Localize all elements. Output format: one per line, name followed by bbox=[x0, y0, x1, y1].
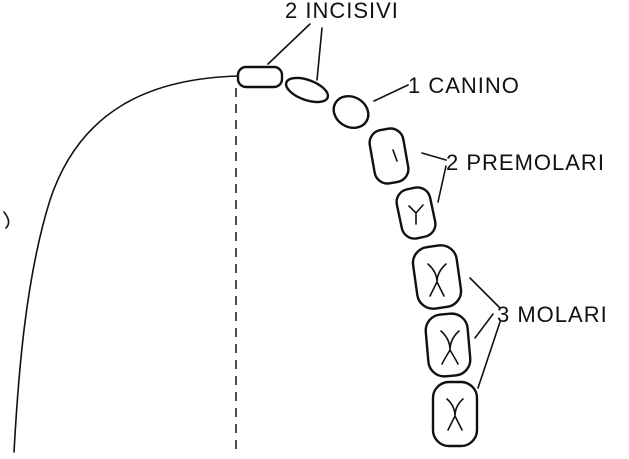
label-canino: 1 CANINO bbox=[408, 73, 520, 98]
premolar-1 bbox=[368, 127, 410, 185]
molar-1 bbox=[411, 244, 463, 310]
premolar-2 bbox=[395, 186, 437, 240]
label-incisivi: 2 INCISIVI bbox=[285, 0, 399, 23]
stray-pen-mark bbox=[3, 211, 10, 229]
incisor-1 bbox=[236, 65, 284, 89]
molar-3 bbox=[431, 380, 479, 448]
molar-2 bbox=[424, 312, 472, 378]
leader-lines-molari bbox=[469, 277, 501, 389]
label-premolari: 2 PREMOLARI bbox=[446, 150, 605, 175]
canine bbox=[332, 94, 370, 130]
label-molari: 3 MOLARI bbox=[497, 302, 608, 327]
leader-lines-incisivi bbox=[267, 23, 323, 81]
arch-outline-left bbox=[13, 75, 241, 453]
leader-line-canino bbox=[373, 84, 409, 102]
incisor-2 bbox=[284, 76, 330, 104]
leader-lines-premolari bbox=[421, 152, 447, 203]
